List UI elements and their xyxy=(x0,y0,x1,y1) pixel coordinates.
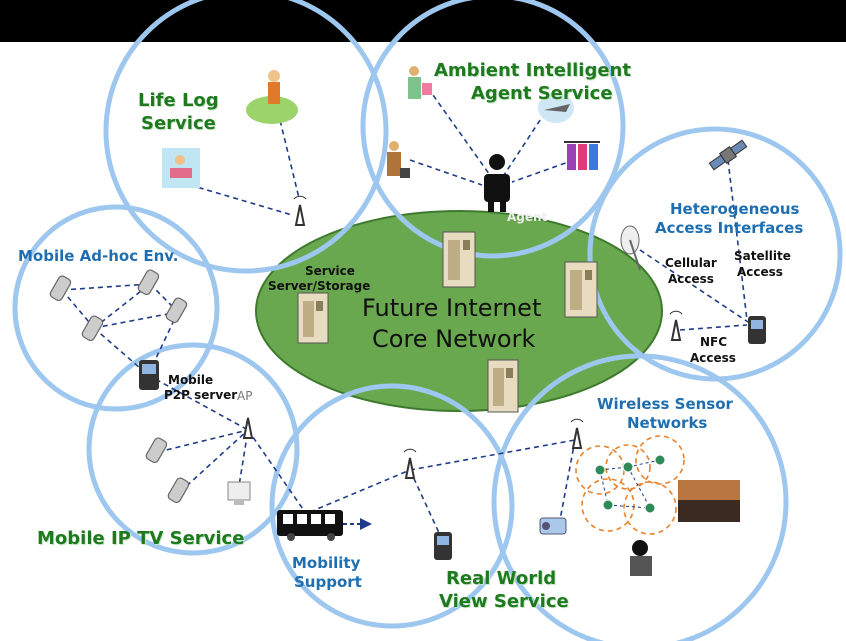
mobile-adhoc-circle xyxy=(12,204,220,412)
ambient-agent-label-line1: Ambient Intelligent xyxy=(434,60,631,81)
real-world-label-line1: Real World xyxy=(446,568,557,589)
smartphone-icons xyxy=(139,316,766,560)
cellular-label-line2: Access xyxy=(668,272,714,286)
wireless-sensor-label-line1: Wireless Sensor xyxy=(597,395,733,413)
heterogeneous-label-line1: Heterogeneous xyxy=(670,200,800,218)
mobile-iptv-label: Mobile IP TV Service xyxy=(37,528,245,549)
satellite-label-line2: Access xyxy=(737,265,783,279)
real-world-circle xyxy=(269,383,515,629)
satellite-dish-icon xyxy=(620,225,641,271)
illustration-icons xyxy=(162,66,652,576)
service-server-label-line2: Server/Storage xyxy=(268,279,371,293)
ambient-agent-circle xyxy=(360,0,626,259)
wireless-sensor-label-line2: Networks xyxy=(627,414,708,432)
mobility-label-line1: Mobility xyxy=(292,554,361,572)
core-network-label-line1: Future Internet xyxy=(362,294,542,322)
core-network-ellipse xyxy=(255,210,663,412)
mobile-iptv-circle xyxy=(86,342,300,556)
mobile-device-icons xyxy=(49,269,190,504)
nfc-label-line2: Access xyxy=(690,351,736,365)
network-links xyxy=(61,87,749,536)
life-log-circle xyxy=(103,0,389,274)
heterogeneous-label-line2: Access Interfaces xyxy=(655,219,804,237)
wireless-sensor-circle xyxy=(491,353,789,641)
ambient-agent-label-line2: Agent Service xyxy=(471,83,613,104)
core-network-label-line2: Core Network xyxy=(372,325,536,353)
life-log-label-line1: Life Log xyxy=(138,90,219,111)
mobile-p2p-label-line1: Mobile xyxy=(168,373,214,387)
agent-label: Agent xyxy=(507,210,548,224)
mobile-p2p-label-line2: P2P server xyxy=(164,388,238,402)
nfc-label-line1: NFC xyxy=(700,335,728,349)
mobility-label-line2: Support xyxy=(294,573,362,591)
fire-photo xyxy=(678,480,740,522)
cellular-label-line1: Cellular xyxy=(665,256,717,270)
bus-icon xyxy=(277,510,372,541)
tv-monitor-icon xyxy=(227,481,251,505)
satellite-icon xyxy=(708,139,748,171)
sensor-network xyxy=(575,435,685,535)
real-world-label-line2: View Service xyxy=(439,591,569,612)
server-icons xyxy=(297,231,598,413)
agent-robot-icon xyxy=(484,154,510,212)
antenna-icons xyxy=(242,195,683,479)
service-server-label-line1: Service xyxy=(305,264,355,278)
satellite-label-line1: Satellite xyxy=(734,249,791,263)
life-log-label-line2: Service xyxy=(141,113,216,134)
mobile-adhoc-label: Mobile Ad-hoc Env. xyxy=(18,247,179,265)
ap-label: AP xyxy=(237,389,253,403)
